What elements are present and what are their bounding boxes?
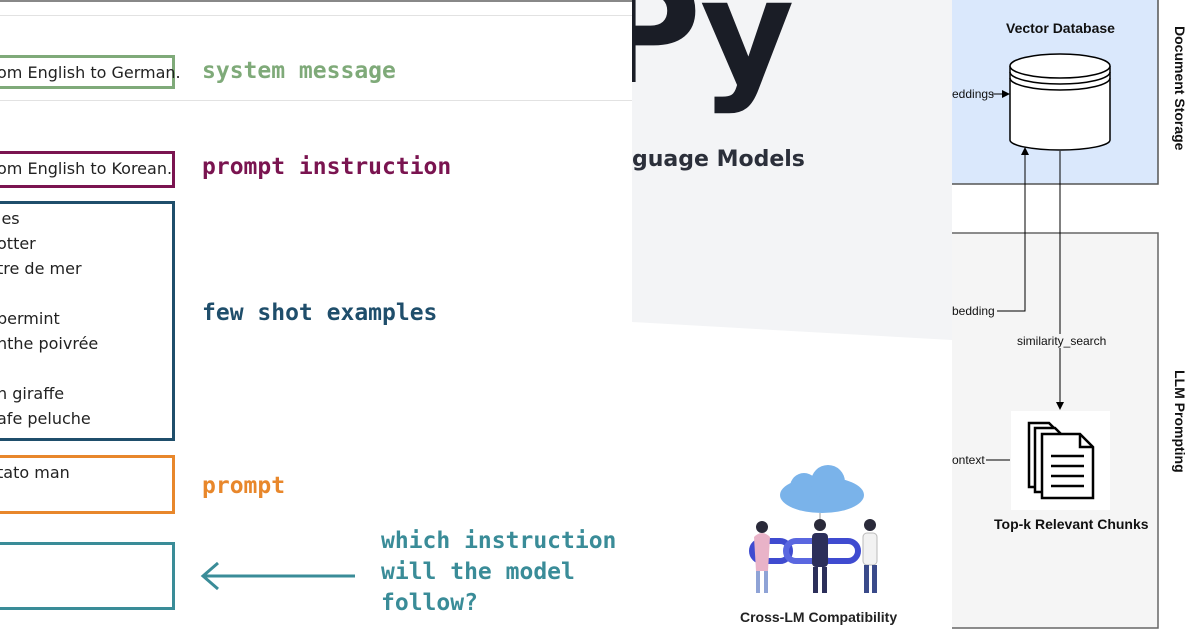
context-label: ontext — [952, 453, 985, 467]
rag-diagram-panel: Vector Database eddings bedding similari… — [952, 0, 1200, 630]
vector-database-icon — [1009, 53, 1111, 151]
prompt-text: tato man — [0, 463, 70, 482]
arrowhead-icon — [1002, 90, 1010, 98]
few-shot-line — [0, 281, 172, 306]
prompt-structure-panel: om English to German. system message om … — [0, 0, 632, 619]
llm-prompting-label: LLM Prompting — [1172, 370, 1188, 473]
cross-lm-compatibility-label: Cross-LM Compatibility — [740, 609, 898, 625]
few-shot-examples-label: few shot examples — [202, 300, 438, 326]
divider-line — [0, 100, 632, 101]
embeddings-label: eddings — [952, 87, 995, 101]
rag-diagram-shapes — [952, 0, 1159, 629]
document-chunks-icon — [1011, 411, 1110, 510]
top-k-chunks-label: Top-k Relevant Chunks — [994, 516, 1149, 532]
few-shot-line: n giraffe — [0, 384, 65, 403]
people-icon — [754, 519, 878, 593]
few-shot-line: nthe poivrée — [0, 334, 99, 353]
embedding-label: bedding — [952, 304, 995, 318]
top-border — [0, 0, 632, 2]
prompt-instruction-box: om English to Korean. — [0, 151, 175, 188]
few-shot-line: permint — [0, 309, 60, 328]
few-shot-line: afe peluche — [0, 409, 91, 428]
system-message-box: om English to German. — [0, 55, 181, 89]
left-arrow-icon — [200, 561, 355, 591]
prompt-instruction-text: om English to Korean. — [0, 159, 173, 178]
embedding-connector — [997, 153, 1026, 312]
document-storage-label: Document Storage — [1172, 26, 1188, 151]
system-message-label: system message — [202, 58, 396, 84]
similarity-search-label: similarity_search — [1017, 334, 1107, 348]
system-message-text: om English to German. — [0, 63, 181, 82]
divider-line — [0, 15, 632, 16]
banner-subtitle: guage Models — [632, 147, 805, 172]
few-shot-line: tre de mer — [0, 259, 82, 278]
question-line: will the model — [381, 559, 575, 585]
question-line: follow? — [381, 590, 478, 616]
dspy-banner-panel: Py guage Models Cross — [632, 0, 952, 630]
few-shot-examples-box: les otter tre de mer permint nthe poivré… — [0, 201, 175, 441]
banner-background — [632, 0, 952, 340]
arrowhead-icon — [1021, 147, 1029, 155]
question-line: which instruction — [381, 528, 617, 554]
few-shot-line — [0, 356, 172, 381]
dspy-logo-text: Py — [632, 0, 794, 117]
cloud-icon — [780, 465, 864, 513]
prompt-instruction-label: prompt instruction — [202, 154, 452, 180]
few-shot-line: les — [0, 209, 20, 228]
arrowhead-icon — [1056, 402, 1064, 410]
vector-database-title: Vector Database — [1006, 20, 1115, 36]
model-output-box — [0, 542, 175, 610]
question-text: which instruction will the model follow? — [381, 526, 616, 619]
prompt-box: tato man — [0, 455, 175, 514]
cross-lm-illustration — [749, 465, 878, 593]
prompt-label: prompt — [202, 473, 286, 499]
few-shot-line: otter — [0, 234, 36, 253]
